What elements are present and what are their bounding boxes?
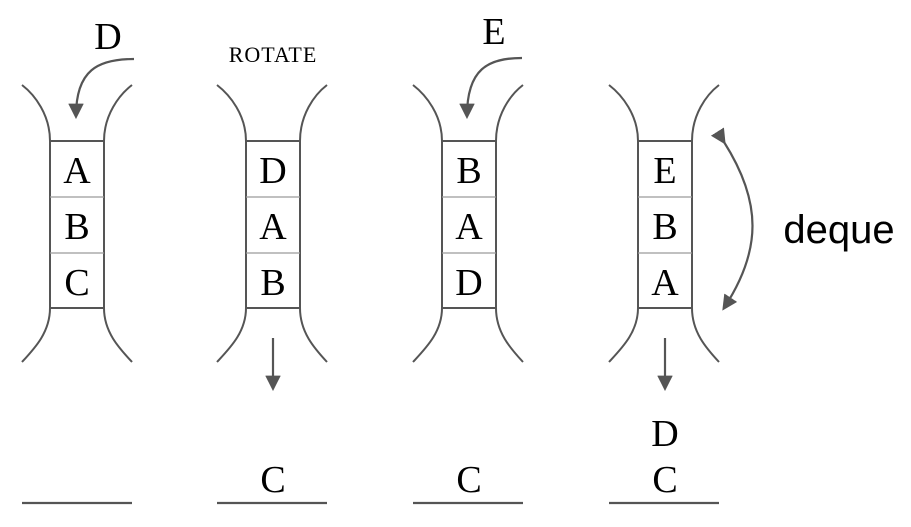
stage-4: E B A deque D C — [608, 84, 895, 505]
output-item: C — [652, 459, 677, 501]
funnel-left-curve — [608, 84, 639, 363]
funnel-left-curve — [412, 84, 443, 363]
incoming-label: E — [482, 11, 505, 53]
incoming-label: D — [94, 16, 121, 58]
funnel-right-curve — [103, 84, 133, 363]
output-item: C — [260, 459, 285, 501]
rotate-label: ROTATE — [229, 42, 318, 67]
deque-cell: B — [652, 206, 677, 248]
funnel-right-curve — [691, 84, 720, 363]
funnel-left-curve — [216, 84, 247, 363]
deque-cell: B — [64, 206, 89, 248]
deque-cell: B — [456, 150, 481, 192]
deque-cell: A — [651, 262, 679, 304]
deque-bidirectional-arrow — [710, 127, 754, 311]
stage-2: D A B ROTATE C — [216, 42, 328, 505]
push-arrow — [68, 57, 135, 120]
funnel-left-curve — [21, 84, 51, 363]
deque-label: deque — [783, 208, 894, 252]
deque-box — [49, 140, 105, 309]
stage-3: B A D E C — [412, 11, 524, 505]
funnel-right-curve — [495, 84, 524, 363]
deque-cell: B — [260, 262, 285, 304]
deque-cell: D — [455, 262, 482, 304]
deque-cell: D — [259, 150, 286, 192]
deque-cell: A — [63, 150, 91, 192]
deque-box — [637, 140, 693, 309]
push-arrow — [459, 56, 523, 120]
output-item: D — [651, 413, 678, 455]
output-item: C — [456, 459, 481, 501]
deque-box — [441, 140, 497, 309]
stage-1: A B C D — [21, 16, 135, 505]
deque-cell: A — [455, 206, 483, 248]
funnel-right-curve — [299, 84, 328, 363]
deque-cell: E — [653, 150, 676, 192]
deque-cell: C — [64, 262, 89, 304]
deque-box — [245, 140, 301, 309]
deque-cell: A — [259, 206, 287, 248]
